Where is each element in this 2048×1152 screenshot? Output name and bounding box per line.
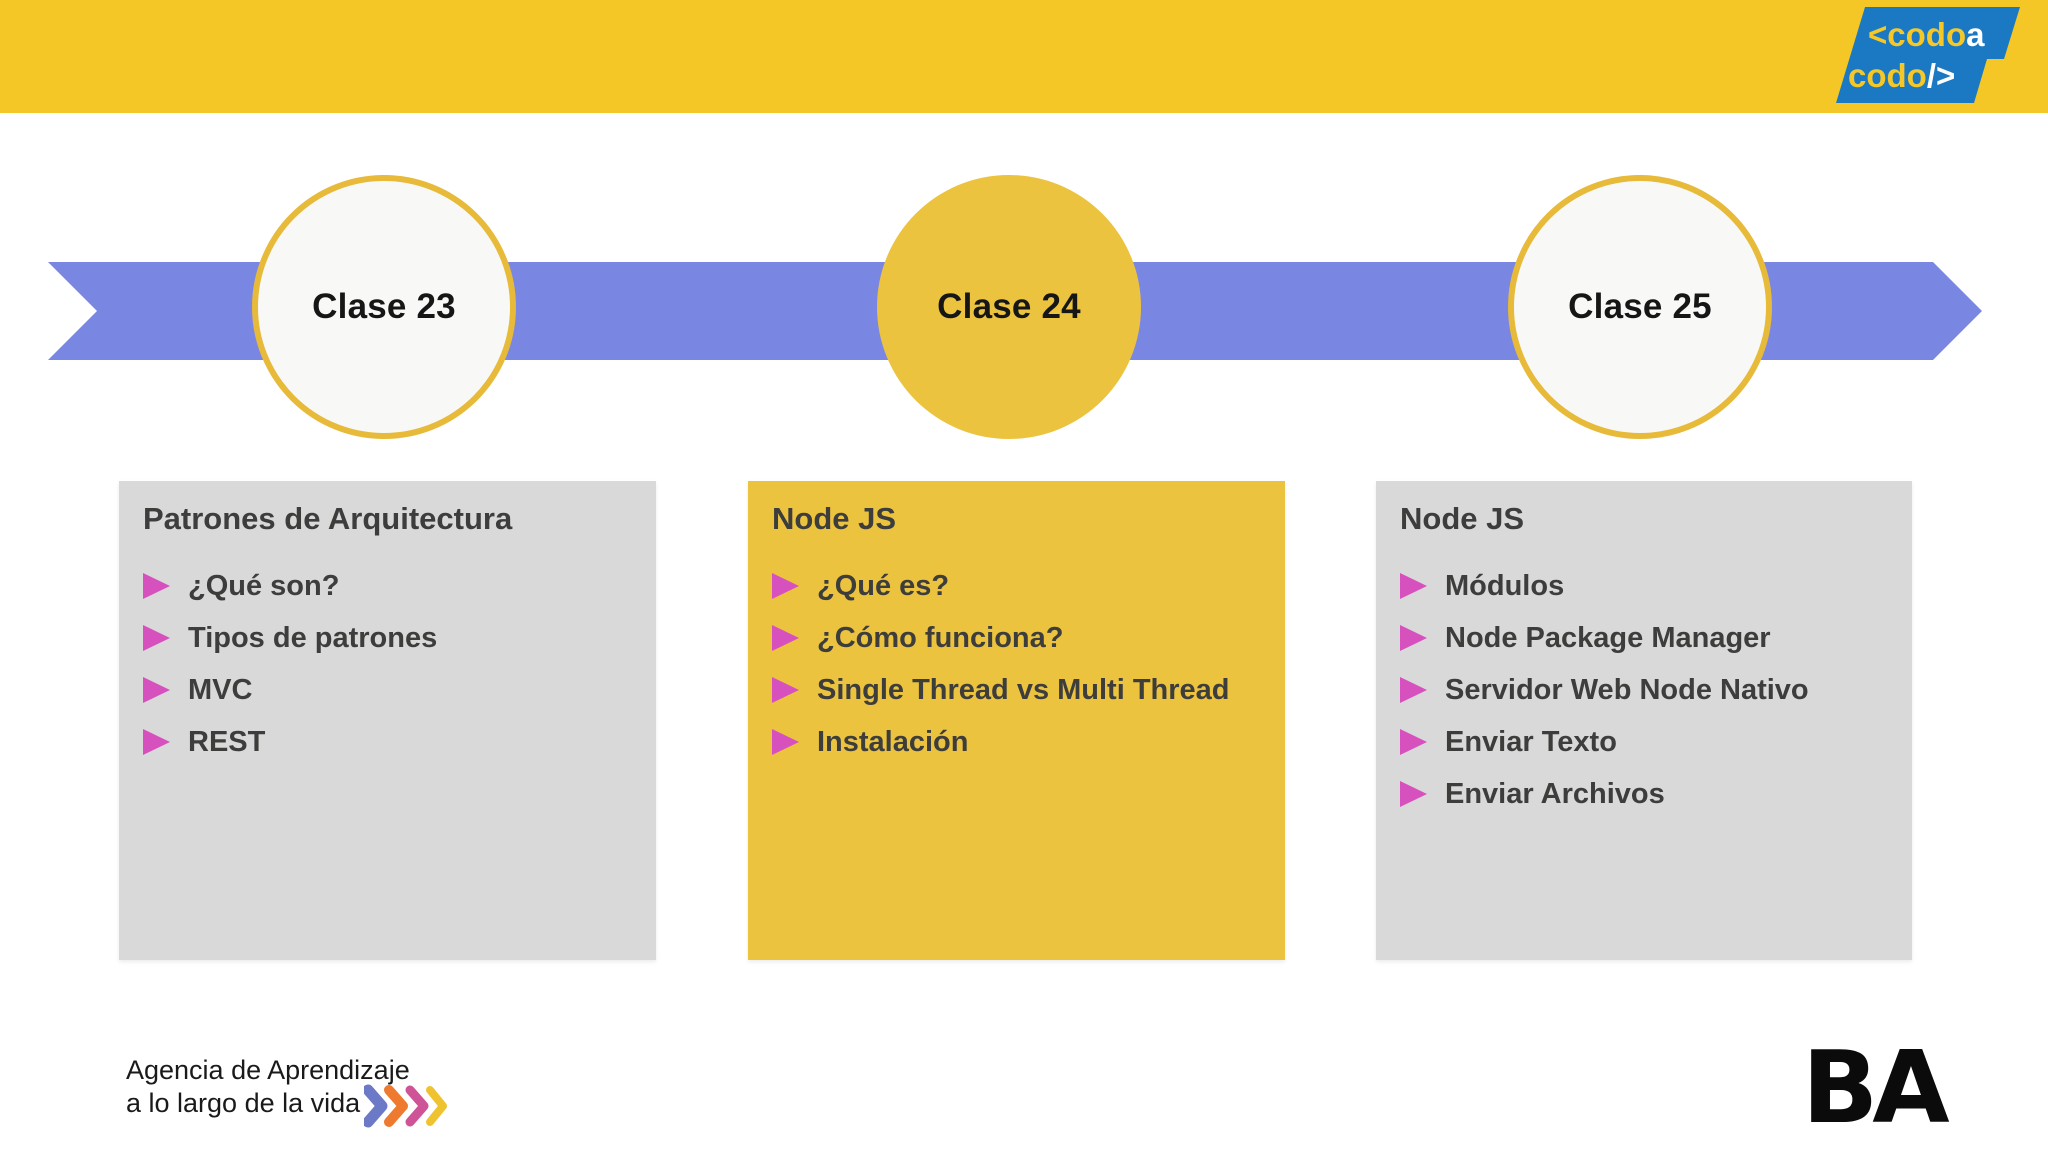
list-item: ¿Qué son? <box>143 569 632 603</box>
bullet-triangle-icon <box>143 729 170 755</box>
agency-line-2: a lo largo de la vida <box>126 1088 361 1118</box>
timeline-node-clase-24: Clase 24 <box>877 175 1141 439</box>
list-item-label: Single Thread vs Multi Thread <box>817 673 1230 706</box>
card-item-list: ¿Qué es? ¿Cómo funciona? Single Thread v… <box>772 569 1261 759</box>
svg-text:<codoa: <codoa <box>1868 16 1985 53</box>
list-item-label: ¿Qué son? <box>188 569 340 602</box>
bullet-triangle-icon <box>1400 781 1427 807</box>
bullet-triangle-icon <box>772 625 799 651</box>
timeline-node-label: Clase 24 <box>937 287 1081 326</box>
logo-text-codo2: codo <box>1848 57 1927 94</box>
list-item: Instalación <box>772 725 1261 759</box>
bullet-triangle-icon <box>1400 729 1427 755</box>
card-item-list: Módulos Node Package Manager Servidor We… <box>1400 569 1888 811</box>
header-bar <box>0 0 2048 113</box>
timeline-node-label: Clase 25 <box>1568 287 1712 326</box>
list-item: Módulos <box>1400 569 1888 603</box>
timeline-node-clase-25: Clase 25 <box>1508 175 1772 439</box>
list-item-label: REST <box>188 725 266 758</box>
list-item: Enviar Archivos <box>1400 777 1888 811</box>
list-item-label: Servidor Web Node Nativo <box>1445 673 1809 706</box>
bullet-triangle-icon <box>143 625 170 651</box>
ba-logo: BA <box>1802 1038 1955 1128</box>
bullet-triangle-icon <box>143 677 170 703</box>
card-title: Node JS <box>772 501 897 536</box>
list-item: ¿Cómo funciona? <box>772 621 1261 655</box>
list-item-label: ¿Qué es? <box>817 569 950 602</box>
agency-chevrons-icon <box>364 1084 447 1128</box>
bullet-triangle-icon <box>772 729 799 755</box>
agency-line-1: Agencia de Aprendizaje <box>126 1055 410 1085</box>
ba-logo-text: BA <box>1802 1038 1949 1128</box>
list-item: Enviar Texto <box>1400 725 1888 759</box>
list-item-label: ¿Cómo funciona? <box>817 621 1064 654</box>
list-item-label: Enviar Texto <box>1445 725 1617 758</box>
list-item: Servidor Web Node Nativo <box>1400 673 1888 707</box>
bullet-triangle-icon <box>772 677 799 703</box>
bullet-triangle-icon <box>143 573 170 599</box>
topic-card-clase-25: Node JS Módulos Node Package Manager Ser… <box>1376 481 1912 960</box>
list-item-label: Node Package Manager <box>1445 621 1771 654</box>
list-item-label: MVC <box>188 673 253 706</box>
codoacodo-logo-icon: <codoa codo/> <box>1836 7 2020 103</box>
list-item: ¿Qué es? <box>772 569 1261 603</box>
bullet-triangle-icon <box>1400 625 1427 651</box>
bullet-triangle-icon <box>1400 677 1427 703</box>
agency-wordmark: Agencia de Aprendizaje a lo largo de la … <box>126 1054 410 1120</box>
timeline-node-label: Clase 23 <box>312 287 456 326</box>
list-item: MVC <box>143 673 632 707</box>
logo-text-a: a <box>1966 16 1985 53</box>
bullet-triangle-icon <box>1400 573 1427 599</box>
logo-text-codo1: <codo <box>1868 16 1966 53</box>
logo-text-slash: /> <box>1927 57 1955 94</box>
list-item-label: Tipos de patrones <box>188 621 438 654</box>
card-title: Patrones de Arquitectura <box>143 501 513 536</box>
list-item-label: Instalación <box>817 725 969 758</box>
list-item: Tipos de patrones <box>143 621 632 655</box>
topic-card-clase-24: Node JS ¿Qué es? ¿Cómo funciona? Single … <box>748 481 1285 960</box>
bullet-triangle-icon <box>772 573 799 599</box>
svg-text:codo/>: codo/> <box>1848 57 1955 94</box>
list-item-label: Módulos <box>1445 569 1565 602</box>
card-title: Node JS <box>1400 501 1525 536</box>
list-item-label: Enviar Archivos <box>1445 777 1665 810</box>
timeline-node-clase-23: Clase 23 <box>252 175 516 439</box>
list-item: Single Thread vs Multi Thread <box>772 673 1261 707</box>
list-item: REST <box>143 725 632 759</box>
topic-card-clase-23: Patrones de Arquitectura ¿Qué son? Tipos… <box>119 481 656 960</box>
list-item: Node Package Manager <box>1400 621 1888 655</box>
card-item-list: ¿Qué son? Tipos de patrones MVC REST <box>143 569 632 759</box>
